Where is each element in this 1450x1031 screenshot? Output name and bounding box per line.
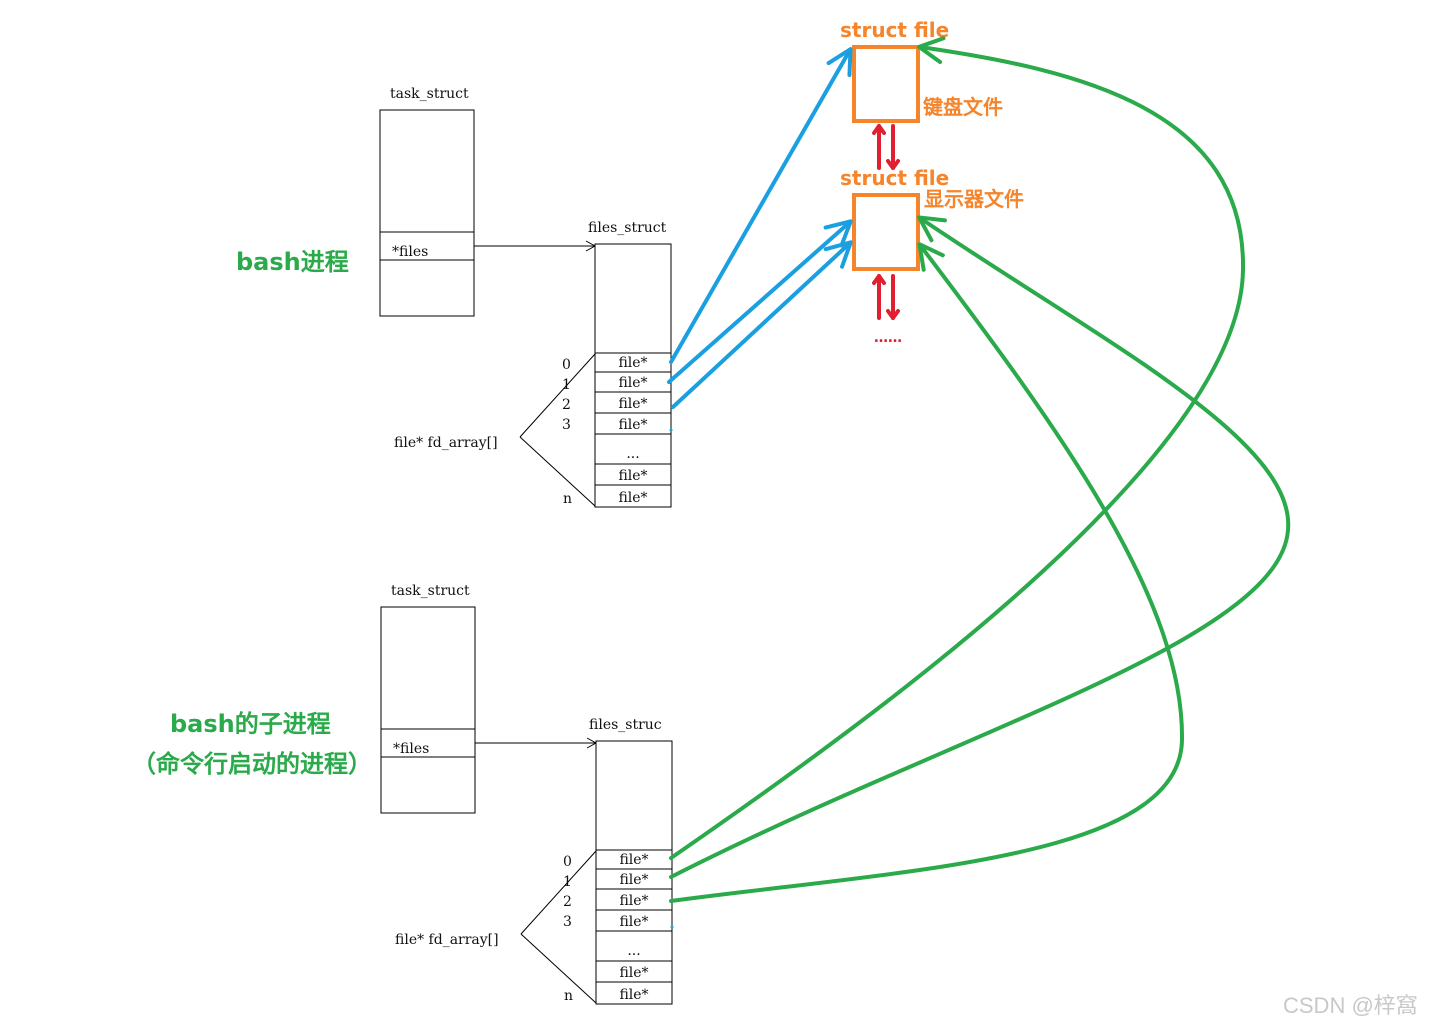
child-fd-index-2: 2 (563, 894, 572, 910)
files-struct-box (594, 243, 672, 508)
struct-file-display-box (852, 193, 920, 271)
fd-index-2: 2 (562, 397, 571, 413)
child-fd-index-0: 0 (563, 854, 572, 870)
files-struct-title: files_struct (588, 220, 667, 236)
csdn-watermark: CSDN @梓窩 (1283, 993, 1418, 1018)
child-task-struct-title: task_struct (391, 583, 470, 599)
child-files-struct-title: files_struc (589, 717, 662, 733)
child-fd2-to-display-arrow (669, 242, 1185, 903)
child-fd-slot-n: file* (619, 987, 648, 1003)
child-fd-slot-0: file* (619, 852, 648, 868)
child-task-struct-box (380, 606, 476, 814)
child-fd1-to-display-arrow (669, 215, 1291, 879)
fd-slot-0: file* (618, 355, 647, 371)
bash-fd3-dot (669, 428, 673, 432)
fd-index-0: 0 (562, 357, 571, 373)
fd-slot-5: file* (618, 468, 647, 484)
child-fd-slot-ellipsis: ... (627, 943, 640, 959)
child-fd-index-n: n (564, 988, 573, 1004)
bash-fd0-to-keyboard-arrow (669, 47, 853, 364)
child-fd0-to-keyboard-arrow (669, 36, 1246, 860)
keyboard-file-label: 键盘文件 (923, 95, 1003, 119)
child-process-sublabel: （命令行启动的进程） (132, 750, 372, 778)
child-fd-array-brace (520, 850, 597, 1004)
fd-index-n: n (563, 491, 572, 507)
task-struct-box (379, 109, 475, 317)
child-process-label: bash的子进程 (170, 710, 331, 738)
child-fd-slot-3: file* (619, 914, 648, 930)
display-file-label: 显示器文件 (924, 187, 1024, 211)
child-fd3-dot (670, 925, 674, 929)
linked-list-arrows-upper (872, 124, 900, 170)
child-fd-index-3: 3 (563, 914, 572, 930)
bash-fd2-to-display-arrow (671, 240, 853, 409)
struct-file-keyboard-box (852, 45, 920, 123)
child-fd-slot-1: file* (619, 872, 648, 888)
fd-slot-1: file* (618, 375, 647, 391)
linked-list-arrows-lower (872, 274, 900, 320)
struct-file-keyboard-title: struct file (840, 18, 949, 42)
child-files-field: *files (393, 741, 429, 757)
bash-process-label: bash进程 (236, 248, 349, 276)
struct-file-display-title: struct file (840, 166, 949, 190)
fd-slot-2: file* (618, 396, 647, 412)
more-files-ellipsis: …… (874, 330, 902, 346)
bash-fd1-to-display-arrow (667, 219, 853, 384)
child-fd-array-label: file* fd_array[] (395, 932, 499, 948)
child-files-struct-box (595, 740, 673, 1005)
task-struct-title: task_struct (390, 86, 469, 102)
fd-slot-n: file* (618, 490, 647, 506)
fd-slot-ellipsis: ... (626, 446, 639, 462)
fd-array-label: file* fd_array[] (394, 435, 498, 451)
child-fd-slot-5: file* (619, 965, 648, 981)
files-field: *files (392, 244, 428, 260)
fd-array-brace (519, 353, 596, 507)
fd-slot-3: file* (618, 417, 647, 433)
fd-index-3: 3 (562, 417, 571, 433)
child-fd-slot-2: file* (619, 893, 648, 909)
